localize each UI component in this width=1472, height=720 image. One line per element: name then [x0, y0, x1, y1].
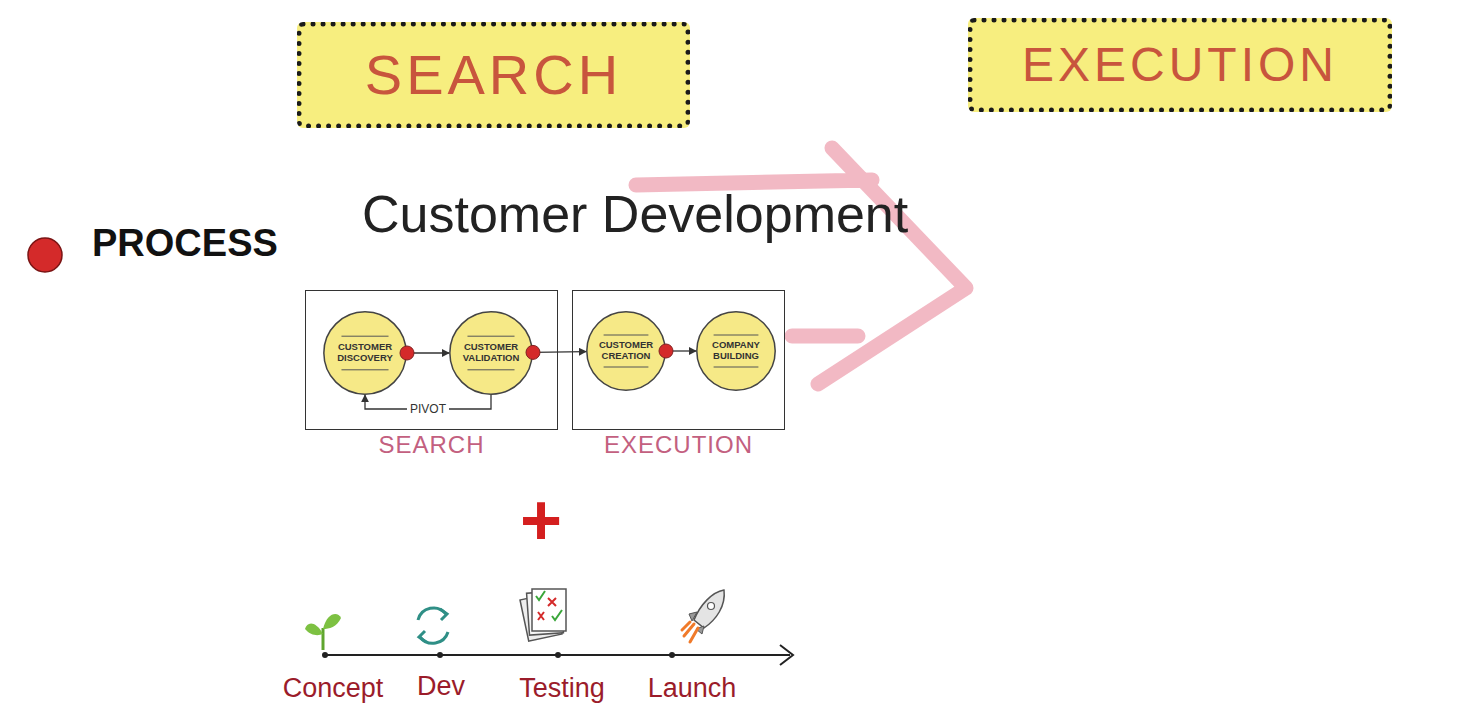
phase-banner: EXECUTION [968, 18, 1392, 112]
section-label: PROCESS [92, 224, 278, 262]
stage-name: CUSTOMER VALIDATION [461, 342, 521, 364]
model-title: Customer Development [362, 188, 908, 240]
phase-frame: EXECUTIONCUSTOMER CREATIONCOMPANY BUILDI… [572, 290, 785, 430]
transition-arrow [636, 148, 966, 384]
edge-label: PIVOT [407, 403, 449, 415]
rocket-icon [682, 590, 724, 642]
flow-arrow [407, 352, 449, 353]
timeline-arrowhead [780, 645, 793, 665]
timeline-label: Testing [519, 675, 605, 702]
timeline-label: Dev [417, 673, 465, 700]
stage-circle: CUSTOMER VALIDATION [449, 311, 533, 395]
plus-sign: + [520, 484, 562, 556]
test-cards-icon [520, 589, 566, 641]
stage-circle: CUSTOMER CREATION [586, 311, 666, 391]
stage-circle: CUSTOMER DISCOVERY [323, 311, 407, 395]
phase-title: SEARCH [365, 47, 622, 103]
timeline-label: Concept [283, 675, 384, 702]
stage-circle: COMPANY BUILDING [696, 311, 776, 391]
sprout-icon [305, 614, 341, 650]
flow-arrow [533, 351, 586, 353]
stage-name: COMPANY BUILDING [707, 340, 765, 362]
timeline-label: Launch [648, 675, 737, 702]
phase-banner: SEARCH [297, 22, 690, 128]
cycle-icon [418, 608, 448, 643]
bullet-dot [28, 238, 62, 272]
phase-title: EXECUTION [1022, 41, 1338, 89]
stage-name: CUSTOMER DISCOVERY [335, 342, 395, 364]
stage-name: CUSTOMER CREATION [597, 340, 655, 362]
phase-heading: SEARCH [306, 431, 557, 459]
flow-arrow [666, 350, 696, 351]
phase-heading: EXECUTION [573, 431, 784, 459]
timeline-ticks [322, 652, 675, 658]
